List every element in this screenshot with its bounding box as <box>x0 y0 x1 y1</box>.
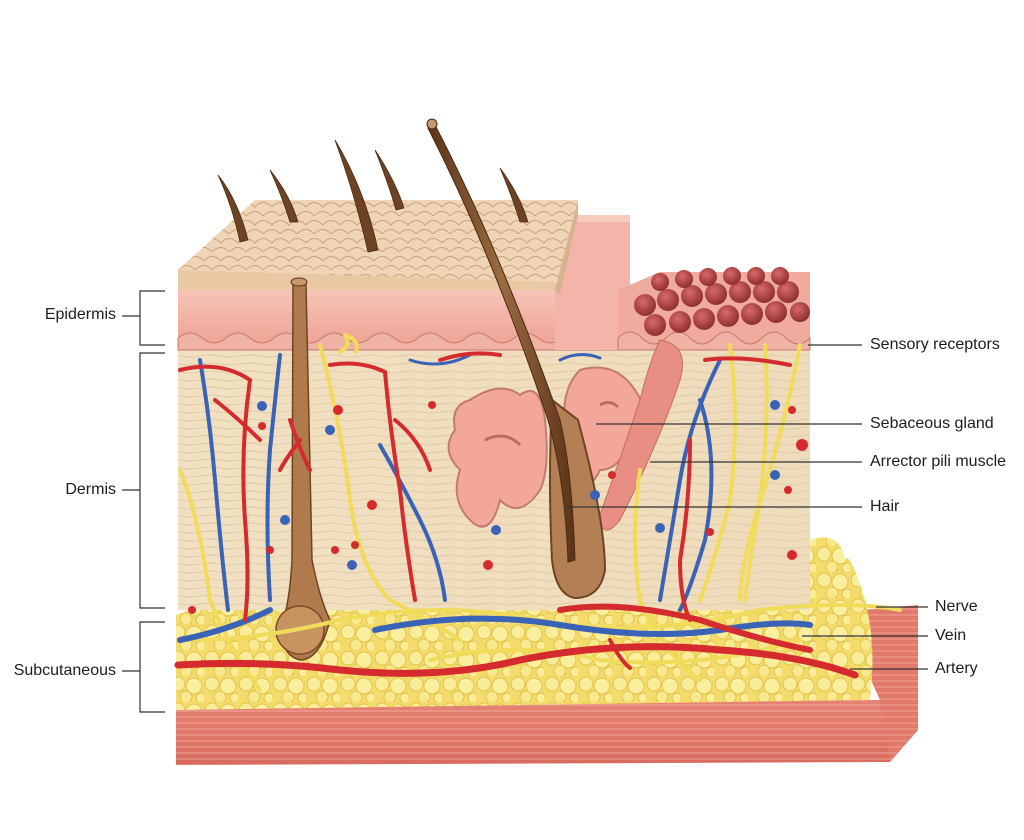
label-arrector-pili-muscle: Arrector pili muscle <box>870 453 1007 470</box>
label-artery: Artery <box>935 660 978 677</box>
label-vein: Vein <box>935 627 967 644</box>
papillae-region <box>617 267 811 351</box>
label-epidermis: Epidermis <box>44 306 116 323</box>
arrector-pili-muscle <box>597 339 683 531</box>
veins <box>177 353 813 643</box>
arteries <box>174 351 859 679</box>
sebaceous-gland <box>447 366 645 528</box>
surface-hairs <box>217 139 529 253</box>
label-subcutaneous: Subcutaneous <box>13 662 116 679</box>
label-nerve: Nerve <box>935 598 978 615</box>
vessel-cross-sections <box>188 400 808 614</box>
epidermis-layer <box>177 200 630 351</box>
label-sebaceous-gland: Sebaceous gland <box>870 415 994 432</box>
left-brackets <box>122 290 165 713</box>
label-sensory-receptors: Sensory receptors <box>870 336 1000 353</box>
label-dermis: Dermis <box>65 481 116 498</box>
label-hair: Hair <box>870 498 900 515</box>
right-leader-lines <box>566 344 928 670</box>
